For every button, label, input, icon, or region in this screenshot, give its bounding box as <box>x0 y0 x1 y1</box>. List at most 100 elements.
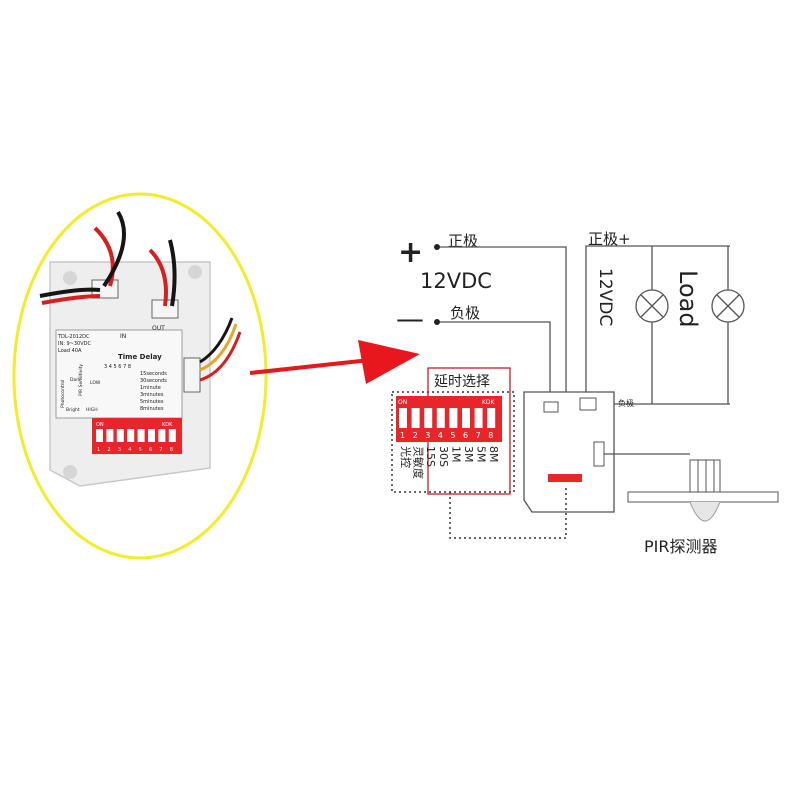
mount-hole <box>188 265 202 279</box>
photo-dip-key <box>148 429 155 442</box>
sensor-connector <box>183 357 201 393</box>
load-label: Load <box>674 270 702 328</box>
dip-key <box>474 408 483 428</box>
dip-key <box>462 408 470 428</box>
out-label: OUT <box>152 325 165 332</box>
dip-on-label: ON <box>398 399 407 406</box>
product-photo: TDL-2012DC IN: 9~30VDC Load 40A IN OUT T… <box>12 192 268 560</box>
red-wire <box>93 226 115 287</box>
photo-dip-number: 3 <box>118 447 121 453</box>
output-positive-wire <box>585 245 628 404</box>
delay-option-list: 15seconds30seconds1minute3minutes5minute… <box>140 371 167 412</box>
dip-number: 7 <box>476 431 481 440</box>
dip-number: 6 <box>463 431 468 440</box>
board-connector <box>579 397 597 411</box>
dip-key <box>436 408 445 428</box>
model-label: TDL-2012DC <box>57 334 90 340</box>
dip-number: 1 <box>400 431 405 440</box>
arrow-shaft <box>249 358 371 375</box>
plus-symbol: + <box>398 235 423 270</box>
delay-select-title: 延时选择 <box>434 374 490 390</box>
photo-dip-number: 7 <box>159 447 162 453</box>
dip-key <box>487 408 496 428</box>
delay-option: 3minutes <box>140 392 164 398</box>
sensor-wire <box>199 317 234 364</box>
highlight-ellipse <box>12 192 268 560</box>
lamp-icon <box>711 289 745 323</box>
dip-function-label: 5M <box>475 446 488 463</box>
delay-option: 30seconds <box>140 378 167 384</box>
low-label: LOW <box>90 380 101 386</box>
supply-voltage-label: 12VDC <box>420 269 492 293</box>
dip-brand-label: KDK <box>482 399 496 406</box>
dip-key <box>411 408 420 428</box>
time-delay-title: Time Delay <box>118 353 162 361</box>
delay-option: 15seconds <box>140 371 167 377</box>
dip-function-label: 8M <box>487 446 500 463</box>
photo-dip-number: 1 <box>97 447 100 453</box>
photo-dip-key <box>158 429 166 442</box>
black-wire <box>168 239 177 307</box>
pir-sensitivity-label: PIR Sensitivity <box>78 364 84 396</box>
arrow-head <box>358 340 420 384</box>
board-sensor-socket <box>593 441 605 467</box>
photo-dip-on-label: ON <box>96 422 104 428</box>
sensor-wire <box>199 323 238 372</box>
red-wire <box>41 294 101 305</box>
black-wire <box>102 210 126 288</box>
dip-key <box>449 408 458 428</box>
photocontrol-label: Photocontrol <box>60 380 66 408</box>
dip-number: 3 <box>425 431 430 440</box>
dip-number: 2 <box>413 431 418 440</box>
dip-function-label: 30S <box>437 446 450 467</box>
red-arrow <box>249 340 420 384</box>
output-voltage-label: 12VDC <box>595 268 615 326</box>
load-rating-label: Load 40A <box>58 348 82 354</box>
pir-housing <box>689 459 721 493</box>
negative-label: 负极 <box>450 304 480 322</box>
black-wire <box>39 287 101 298</box>
dip-function-label: 光控 <box>399 446 413 468</box>
photo-dip-key <box>137 429 145 442</box>
controller-board <box>523 391 615 513</box>
positive-wire <box>440 246 567 404</box>
photo-dip-key <box>168 429 176 442</box>
delay-option: 1minute <box>140 385 161 391</box>
dip-function-label: 1M <box>449 446 462 463</box>
dip-key <box>399 408 407 428</box>
dip-function-label: 灵敏度 <box>412 446 426 479</box>
label-panel <box>55 329 183 419</box>
red-wire <box>148 248 168 307</box>
input-label: IN: 9~30VDC <box>58 341 91 347</box>
board-negative-label: 负极 <box>618 398 634 408</box>
negative-wire <box>440 321 551 404</box>
photo-dip-key <box>116 429 124 442</box>
lamp-icon <box>635 289 669 323</box>
photo-dip-number: 6 <box>149 447 152 453</box>
sensor-wire <box>199 331 242 382</box>
photo-dip-number: 8 <box>170 447 173 453</box>
delay-option: 5minutes <box>140 399 164 405</box>
wiring-diagram: + 正极 12VDC — 负极 正极+ 12VDC Load 负极 <box>391 230 779 556</box>
board-connector <box>543 401 559 413</box>
dip-number: 8 <box>488 431 493 440</box>
photo-dip-number: 2 <box>107 447 110 453</box>
dark-label: Dark <box>70 377 81 383</box>
negative-terminal <box>434 319 440 325</box>
photo-dip-number: 5 <box>139 447 142 453</box>
dip-key <box>424 408 433 428</box>
bright-label: Bright <box>66 407 80 413</box>
high-label: HIGH <box>86 407 98 413</box>
photo-dip-key <box>96 429 103 442</box>
dip-number: 5 <box>450 431 455 440</box>
pir-detector-label: PIR探测器 <box>644 537 718 556</box>
minus-symbol: — <box>396 302 424 335</box>
delay-option: 8minutes <box>140 406 164 412</box>
board-dip-switch <box>548 474 582 482</box>
positive-label: 正极 <box>448 232 478 250</box>
in-label: IN <box>120 333 126 340</box>
